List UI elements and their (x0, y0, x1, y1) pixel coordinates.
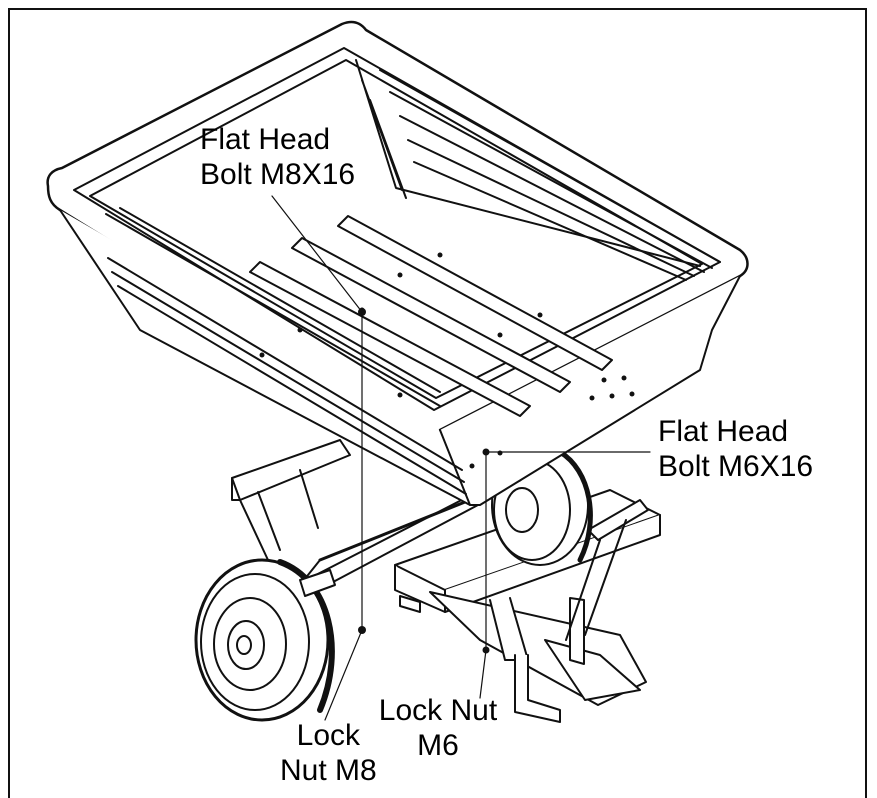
left-wheel (194, 558, 336, 722)
lock-nut-m8-marker (358, 626, 366, 634)
label-line: Bolt M8X16 (200, 158, 356, 191)
diagram-frame (8, 8, 867, 798)
lock-nut-m6-marker (482, 646, 490, 654)
label-line: Nut M8 (280, 754, 377, 787)
leader-lock-nut-m6 (479, 649, 487, 699)
flat-head-bolt-m8-marker (358, 308, 366, 316)
leader-lock-nut-m8 (324, 629, 363, 721)
label-flat-head-bolt-m6: Flat Head Bolt M6X16 (658, 414, 813, 484)
dump-bin (46, 20, 749, 506)
leader-lines (271, 195, 651, 721)
label-line: Bolt M6X16 (658, 450, 814, 483)
label-lock-nut-m6: Lock Nut M6 (368, 693, 508, 763)
label-line: M6 (417, 729, 459, 762)
fasteners (358, 308, 490, 654)
label-lock-nut-m8: Lock Nut M8 (280, 718, 377, 788)
label-line: Lock (296, 719, 361, 752)
flat-head-bolt-m6-marker (482, 448, 490, 456)
label-line: Flat Head (658, 415, 789, 448)
label-line: Lock Nut (378, 694, 498, 727)
leader-flat-head-m8 (271, 195, 363, 313)
label-line: Flat Head (200, 123, 331, 156)
label-flat-head-bolt-m8: Flat Head Bolt M8X16 (200, 122, 355, 192)
